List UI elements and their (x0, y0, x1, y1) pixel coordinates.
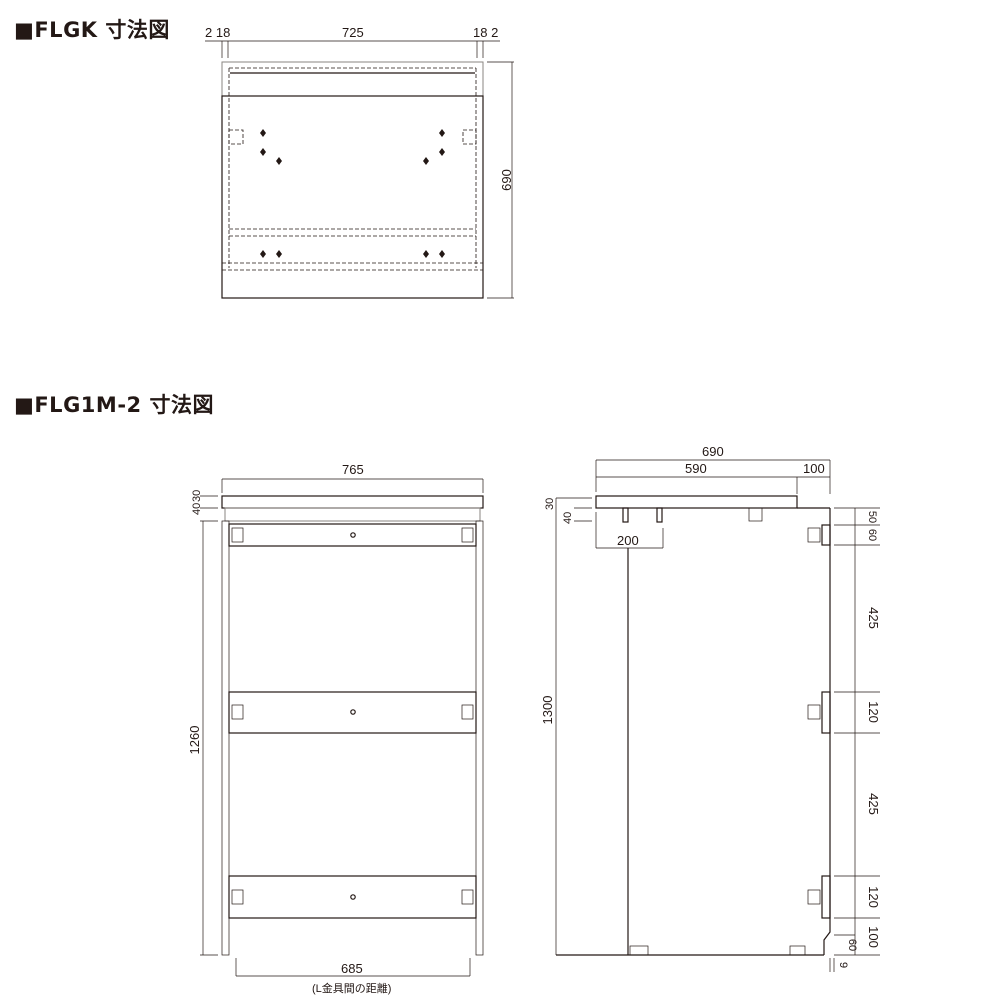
side-dim-top-depth: 590 (685, 461, 707, 476)
front-dim-width: 765 (342, 462, 364, 477)
side-dim-right-6: 100 (866, 926, 881, 948)
flg1m2-section-title: ■FLG1M-2 寸法図 (14, 393, 214, 417)
side-dim-30: 30 (544, 498, 556, 510)
side-dim-gap: 9 (837, 962, 849, 968)
hole-icon (350, 709, 356, 715)
front-dim-30: 30 (191, 490, 203, 502)
hole-icon (350, 894, 356, 900)
side-dim-right-2: 425 (866, 607, 881, 629)
flgk-dim-height: 690 (499, 169, 514, 191)
side-dim-depth: 690 (702, 444, 724, 459)
side-dim-right-3: 120 (866, 701, 881, 723)
side-dim-leg-spacing: 200 (617, 533, 639, 548)
side-dim-right-0: 50 (866, 511, 878, 523)
front-bracket-note: (L金具間の距離) (312, 981, 391, 995)
flgk-section-title: ■FLGK 寸法図 (14, 18, 170, 42)
flg1m2-side-view: 690 590 100 30 40 1300 200 (540, 444, 881, 972)
bracket-icons (231, 527, 474, 905)
side-dim-right-1: 60 (866, 529, 878, 541)
side-dim-base: 60 (846, 939, 858, 951)
side-dim-height: 1300 (540, 696, 555, 725)
side-dim-40: 40 (562, 512, 574, 524)
front-dim-bracket-distance: 685 (341, 961, 363, 976)
flg1m2-front-view: 765 40 30 1260 685 (L金具間の距離) (187, 462, 484, 995)
flgk-dim-right: 18 2 (473, 25, 498, 40)
front-dim-40: 40 (191, 503, 203, 515)
flgk-dim-width: 725 (342, 25, 364, 40)
side-dim-right-5: 120 (866, 886, 881, 908)
side-dim-overhang: 100 (803, 461, 825, 476)
side-dim-right-4: 425 (866, 793, 881, 815)
flgk-dim-left: 2 18 (205, 25, 230, 40)
front-dim-height: 1260 (187, 726, 202, 755)
flgk-drawing: 2 18 725 18 2 690 (205, 25, 514, 299)
screw-hole-icons (260, 129, 445, 258)
hole-icon (350, 532, 356, 538)
